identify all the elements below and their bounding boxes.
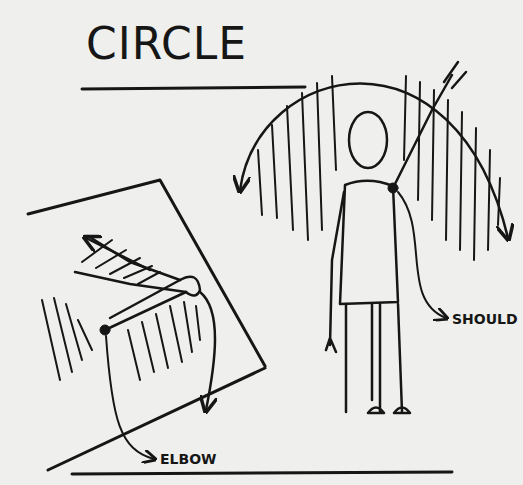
shoulder-arc [240, 83, 508, 238]
arc-hatching [258, 76, 500, 260]
frame [28, 180, 265, 470]
raised-arm [393, 62, 466, 188]
title: CIRCLE [86, 22, 247, 66]
torso [340, 181, 398, 304]
part-label: SHOULD [452, 312, 518, 326]
elbow-dot [100, 325, 110, 335]
legs [346, 304, 402, 412]
elbow-leader [106, 336, 154, 459]
shoulder-leader [398, 192, 446, 318]
fist [180, 277, 200, 296]
arm-hatching [42, 240, 200, 380]
shoulder-dot [388, 183, 398, 193]
ground-line [72, 472, 452, 474]
feet [368, 408, 410, 414]
head [349, 112, 387, 168]
title-underline [82, 87, 305, 89]
elbow-arc [200, 292, 215, 410]
part-label: ELBOW [160, 452, 217, 466]
hanging-arm [326, 192, 344, 352]
